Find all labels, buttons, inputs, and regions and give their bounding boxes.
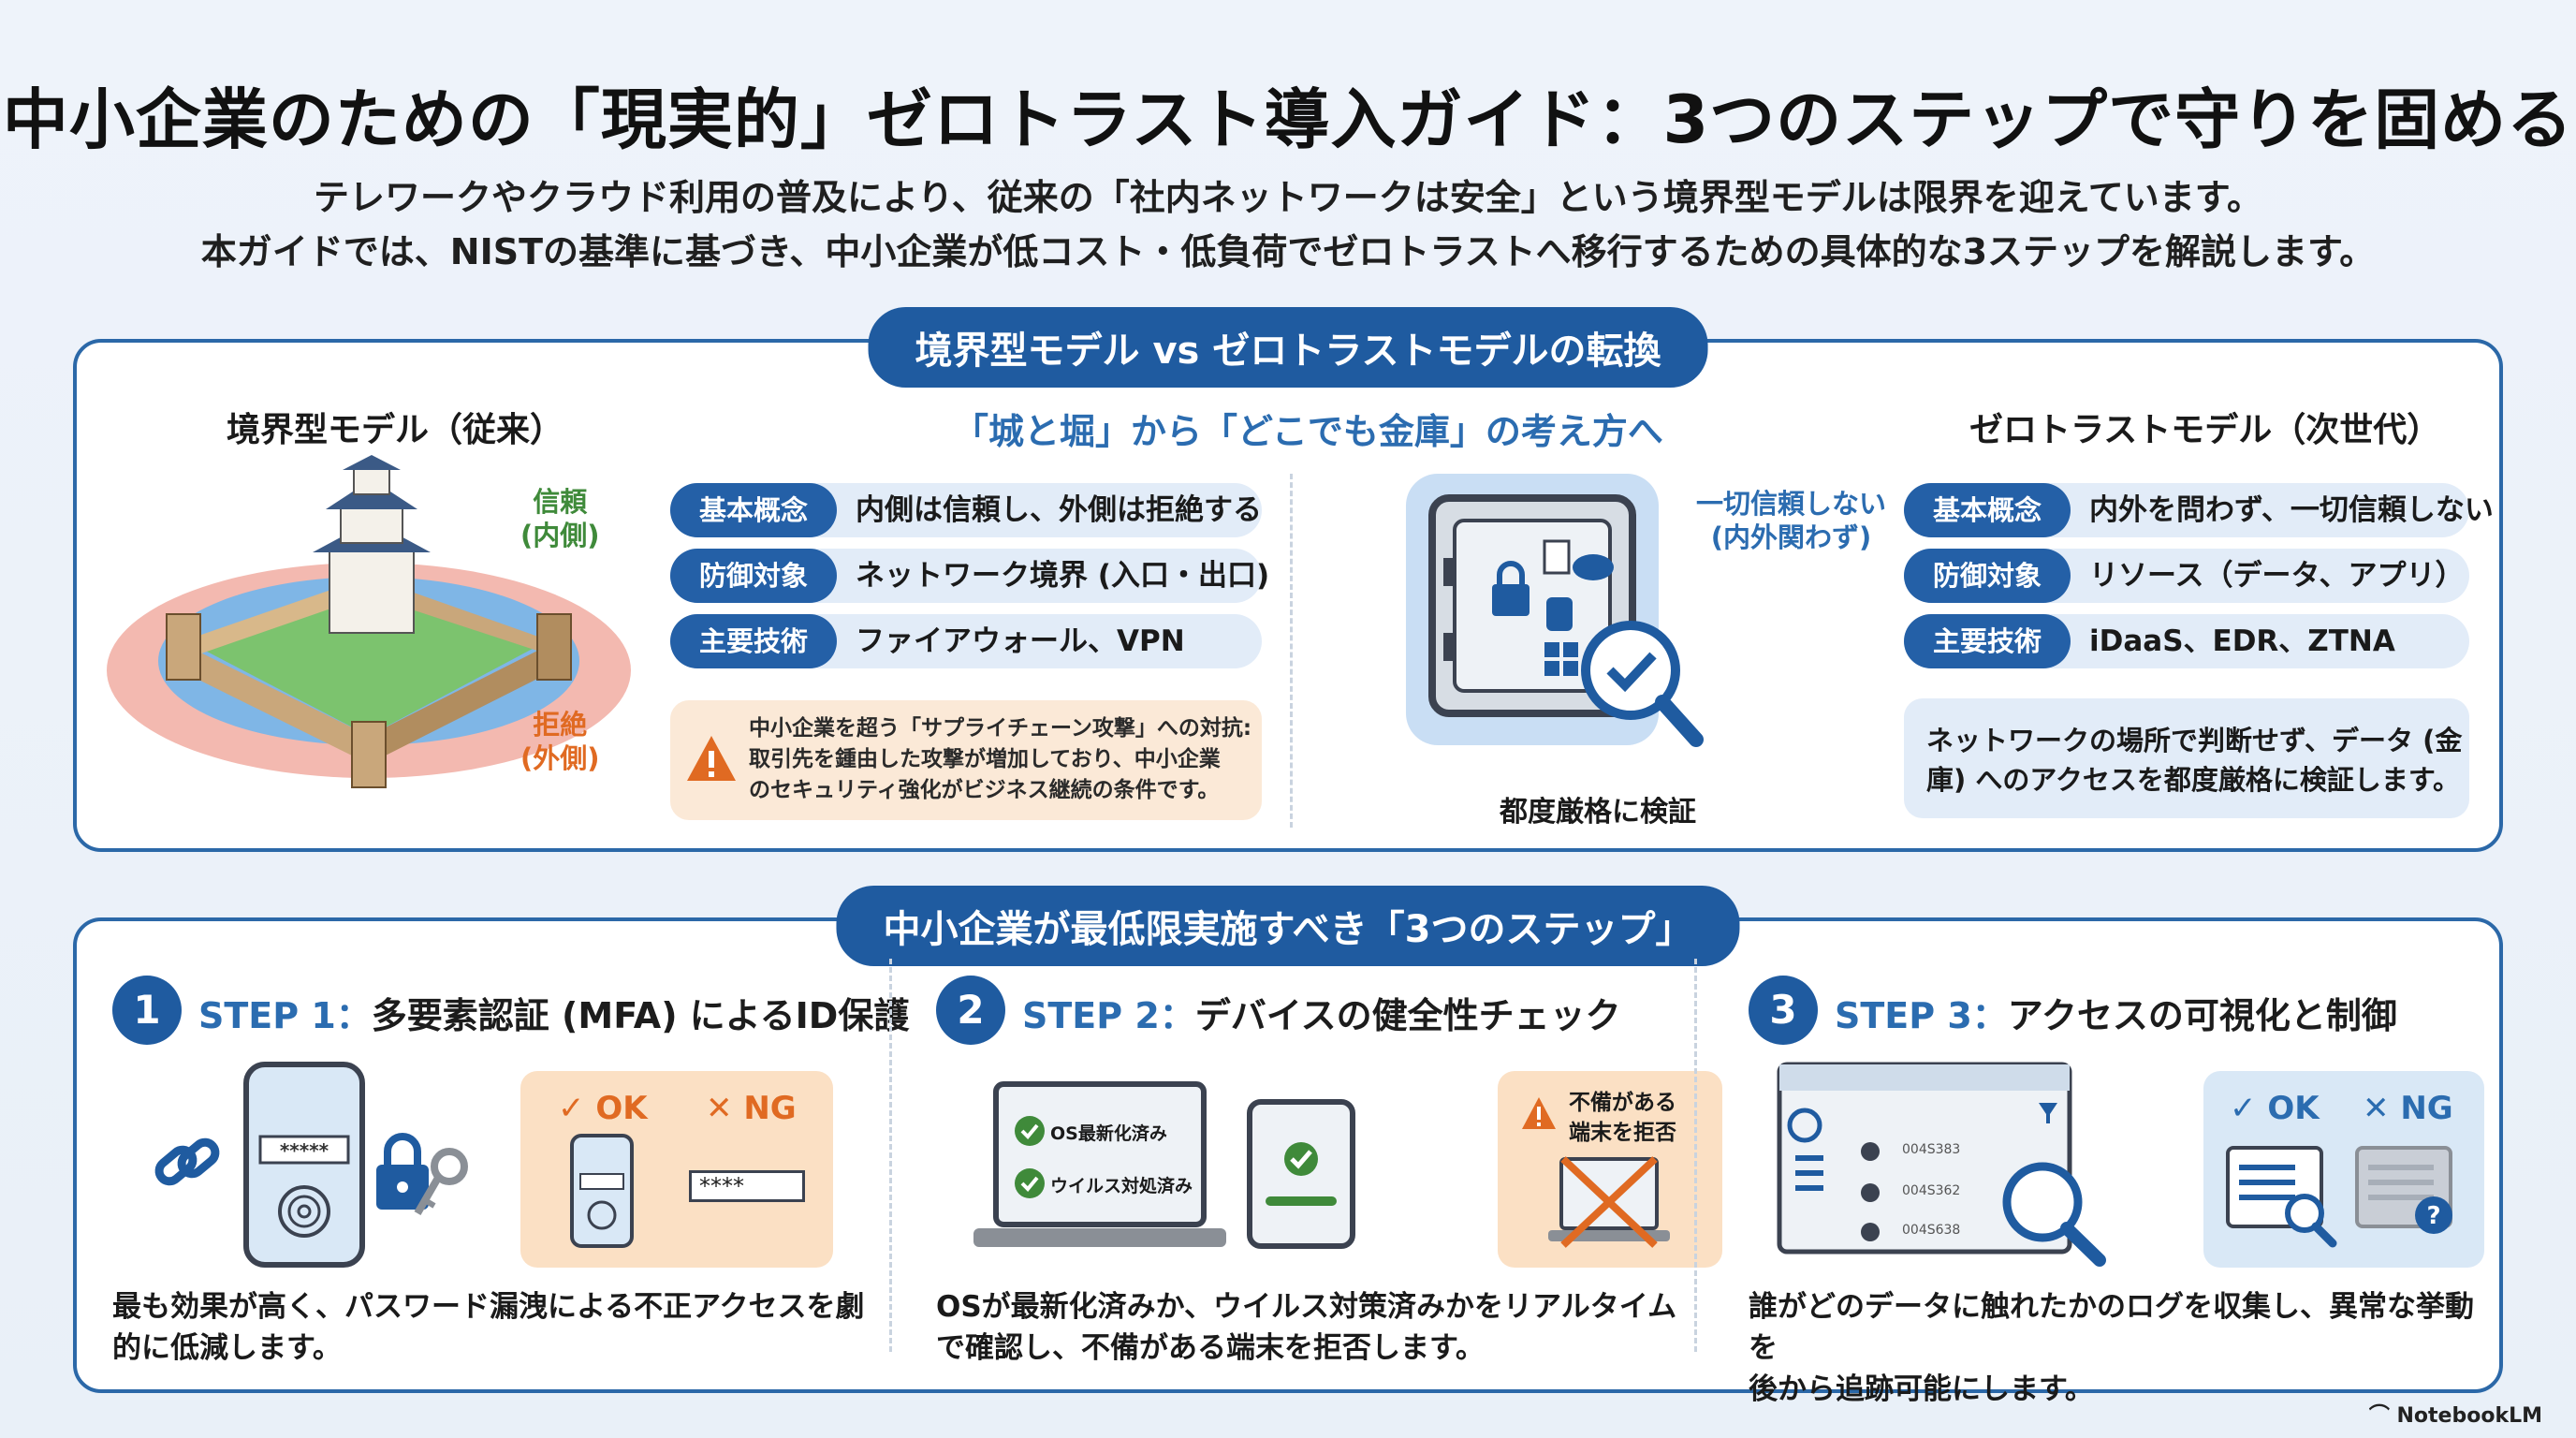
zerotrust-row-concept: 基本概念 内外を問わず、一切信頼しない [1904,483,2494,537]
verify-label: 都度厳格に検証 [1500,796,1696,829]
comparison-panel: 境界型モデル vs ゼロトラストモデルの転換 境界型モデル（従来） 「城と堀」か… [73,307,2503,852]
perimeter-row-tech: 主要技術 ファイアウォール、VPN [670,614,1262,668]
step-2-number: 2 [936,976,1005,1045]
zerotrust-table: 基本概念 内外を問わず、一切信頼しない 防御対象 リソース（データ、アプリ） 主… [1904,483,2494,680]
mfa-phone-icon [570,1134,634,1248]
mfa-ok-label: ✓ OK [558,1090,648,1127]
trust-label: 信頼 (内側) [520,486,600,551]
supply-chain-alert: 中小企業を超う「サプライチェーン攻撃」への対抗: 取引先を鍾由した攻撃が増加して… [670,700,1262,820]
step-2: 2 STEP 2：デバイスの健全性チェック OS最新化済み ウイルス対処済み [936,921,1722,1389]
safe-icon [1406,474,1704,747]
steps-panel: 中小企業が最低限実施すべき「3つのステップ」 1 STEP 1：多要素認証 (M… [73,886,2503,1406]
castle-icon [107,455,631,788]
perimeter-row-concept: 基本概念 内側は信頼し、外側は拒絶する [670,483,1262,537]
zerotrust-row-target: 防御対象 リソース（データ、アプリ） [1904,549,2469,603]
mfa-illustration: ***** ✓ OK ✕ NG **** [112,1062,880,1268]
warning-icon [1522,1097,1556,1129]
mfa-ng-label: ✕ NG [706,1090,797,1127]
castle-illustration [105,455,676,829]
step-2-desc: OSが最新化済みか、ウイルス対策済みかをリアルタイム で確認し、不備がある端末を… [936,1290,1677,1365]
step-divider-1 [889,959,892,1352]
zerotrust-heading: ゼロトラストモデル（次世代） [1969,411,2441,449]
no-trust-note: 一切信頼しない (内外関わず) [1696,488,1887,553]
log-id-3: 004S638 [1902,1223,1961,1238]
device-reject-box: 不備がある 端末を拒否 [1498,1071,1722,1268]
visible-log-icon [2226,1146,2337,1248]
perimeter-table: 基本概念 内側は信頼し、外側は拒絶する 防御対象 ネットワーク境界 (入口・出口… [670,483,1269,680]
step-3-number: 3 [1749,976,1818,1045]
steps-title: 中小企業が最低限実施すべき「3つのステップ」 [836,886,1740,966]
intro-line-2: 本ガイドでは、NISTの基準に基づき、中小企業が低コスト・低負荷でゼロトラストへ… [200,231,2376,272]
access-ok-label: ✓ OK [2230,1090,2320,1127]
intro-line-1: テレワークやクラウド利用の普及により、従来の「社内ネットワークは安全」という境界… [313,177,2263,218]
perimeter-row-target: 防御対象 ネットワーク境界 (入口・出口) [670,549,1269,603]
perimeter-heading: 境界型モデル（従来） [227,411,564,449]
comparison-divider [1290,474,1293,828]
lock-key-icon [376,1133,468,1216]
step-3: 3 STEP 3：アクセスの可視化と制御 004S383 004S362 004… [1749,921,2497,1406]
page-title: 中小企業のための「現実的」ゼロトラスト導入ガイド：3つのステップで守りを固める [2,81,2574,158]
center-heading: 「城と堀」から「どこでも金庫」の考え方へ [953,411,1663,452]
step-1: 1 STEP 1：多要素認証 (MFA) によるID保護 ***** [112,921,909,1389]
blurred-log-icon: ? [2355,1146,2452,1234]
zerotrust-info: ネットワークの場所で判断せず、データ (金 庫) へのアクセスを都度厳格に検証し… [1904,698,2469,818]
log-id-1: 004S383 [1902,1142,1961,1157]
step-1-number: 1 [112,976,182,1045]
rejected-laptop-icon [1548,1156,1670,1248]
notebooklm-brand: ⌒ NotebookLM [2368,1404,2542,1428]
access-ok-ng-box: ✓ OK ✕ NG ? [2203,1071,2484,1268]
password-field: **** [689,1170,805,1202]
link-icon [154,1137,220,1186]
pin-display: ***** [279,1139,329,1162]
check-virus-label: ウイルス対処済み [1050,1176,1193,1196]
zerotrust-row-tech: 主要技術 iDaaS、EDR、ZTNA [1904,614,2469,668]
check-os-label: OS最新化済み [1050,1123,1167,1144]
tablet-icon [1247,1099,1355,1249]
access-ng-label: ✕ NG [2363,1090,2453,1127]
access-log-illustration: 004S383 004S362 004S638 ✓ OK ✕ NG [1749,1062,2497,1268]
step-divider-2 [1694,959,1697,1352]
log-id-2: 004S362 [1902,1183,1961,1198]
reject-label: 拒絶 (外側) [520,709,600,774]
phone-icon [243,1062,365,1268]
notebooklm-logo-icon: ⌒ [2368,1404,2397,1428]
mfa-ok-ng-box: ✓ OK ✕ NG **** [520,1071,833,1268]
intro-text: テレワークやクラウド利用の普及により、従来の「社内ネットワークは安全」という境界… [0,170,2576,279]
comparison-title: 境界型モデル vs ゼロトラストモデルの転換 [868,307,1708,388]
step-1-desc: 最も効果が高く、パスワード漏洩による不正アクセスを劇 的に低減します。 [112,1290,865,1365]
laptop-icon [973,1081,1226,1247]
safe-illustration [1406,474,1799,820]
warning-icon [687,736,736,781]
device-check-illustration: OS最新化済み ウイルス対処済み 不備がある 端末を拒否 [936,1062,1722,1268]
svg-text:?: ? [2426,1202,2440,1230]
log-window-icon [1777,1062,2106,1267]
step-3-desc: 誰がどのデータに触れたかのログを収集し、異常な挙動を 後から追跡可能にします。 [1749,1290,2474,1406]
